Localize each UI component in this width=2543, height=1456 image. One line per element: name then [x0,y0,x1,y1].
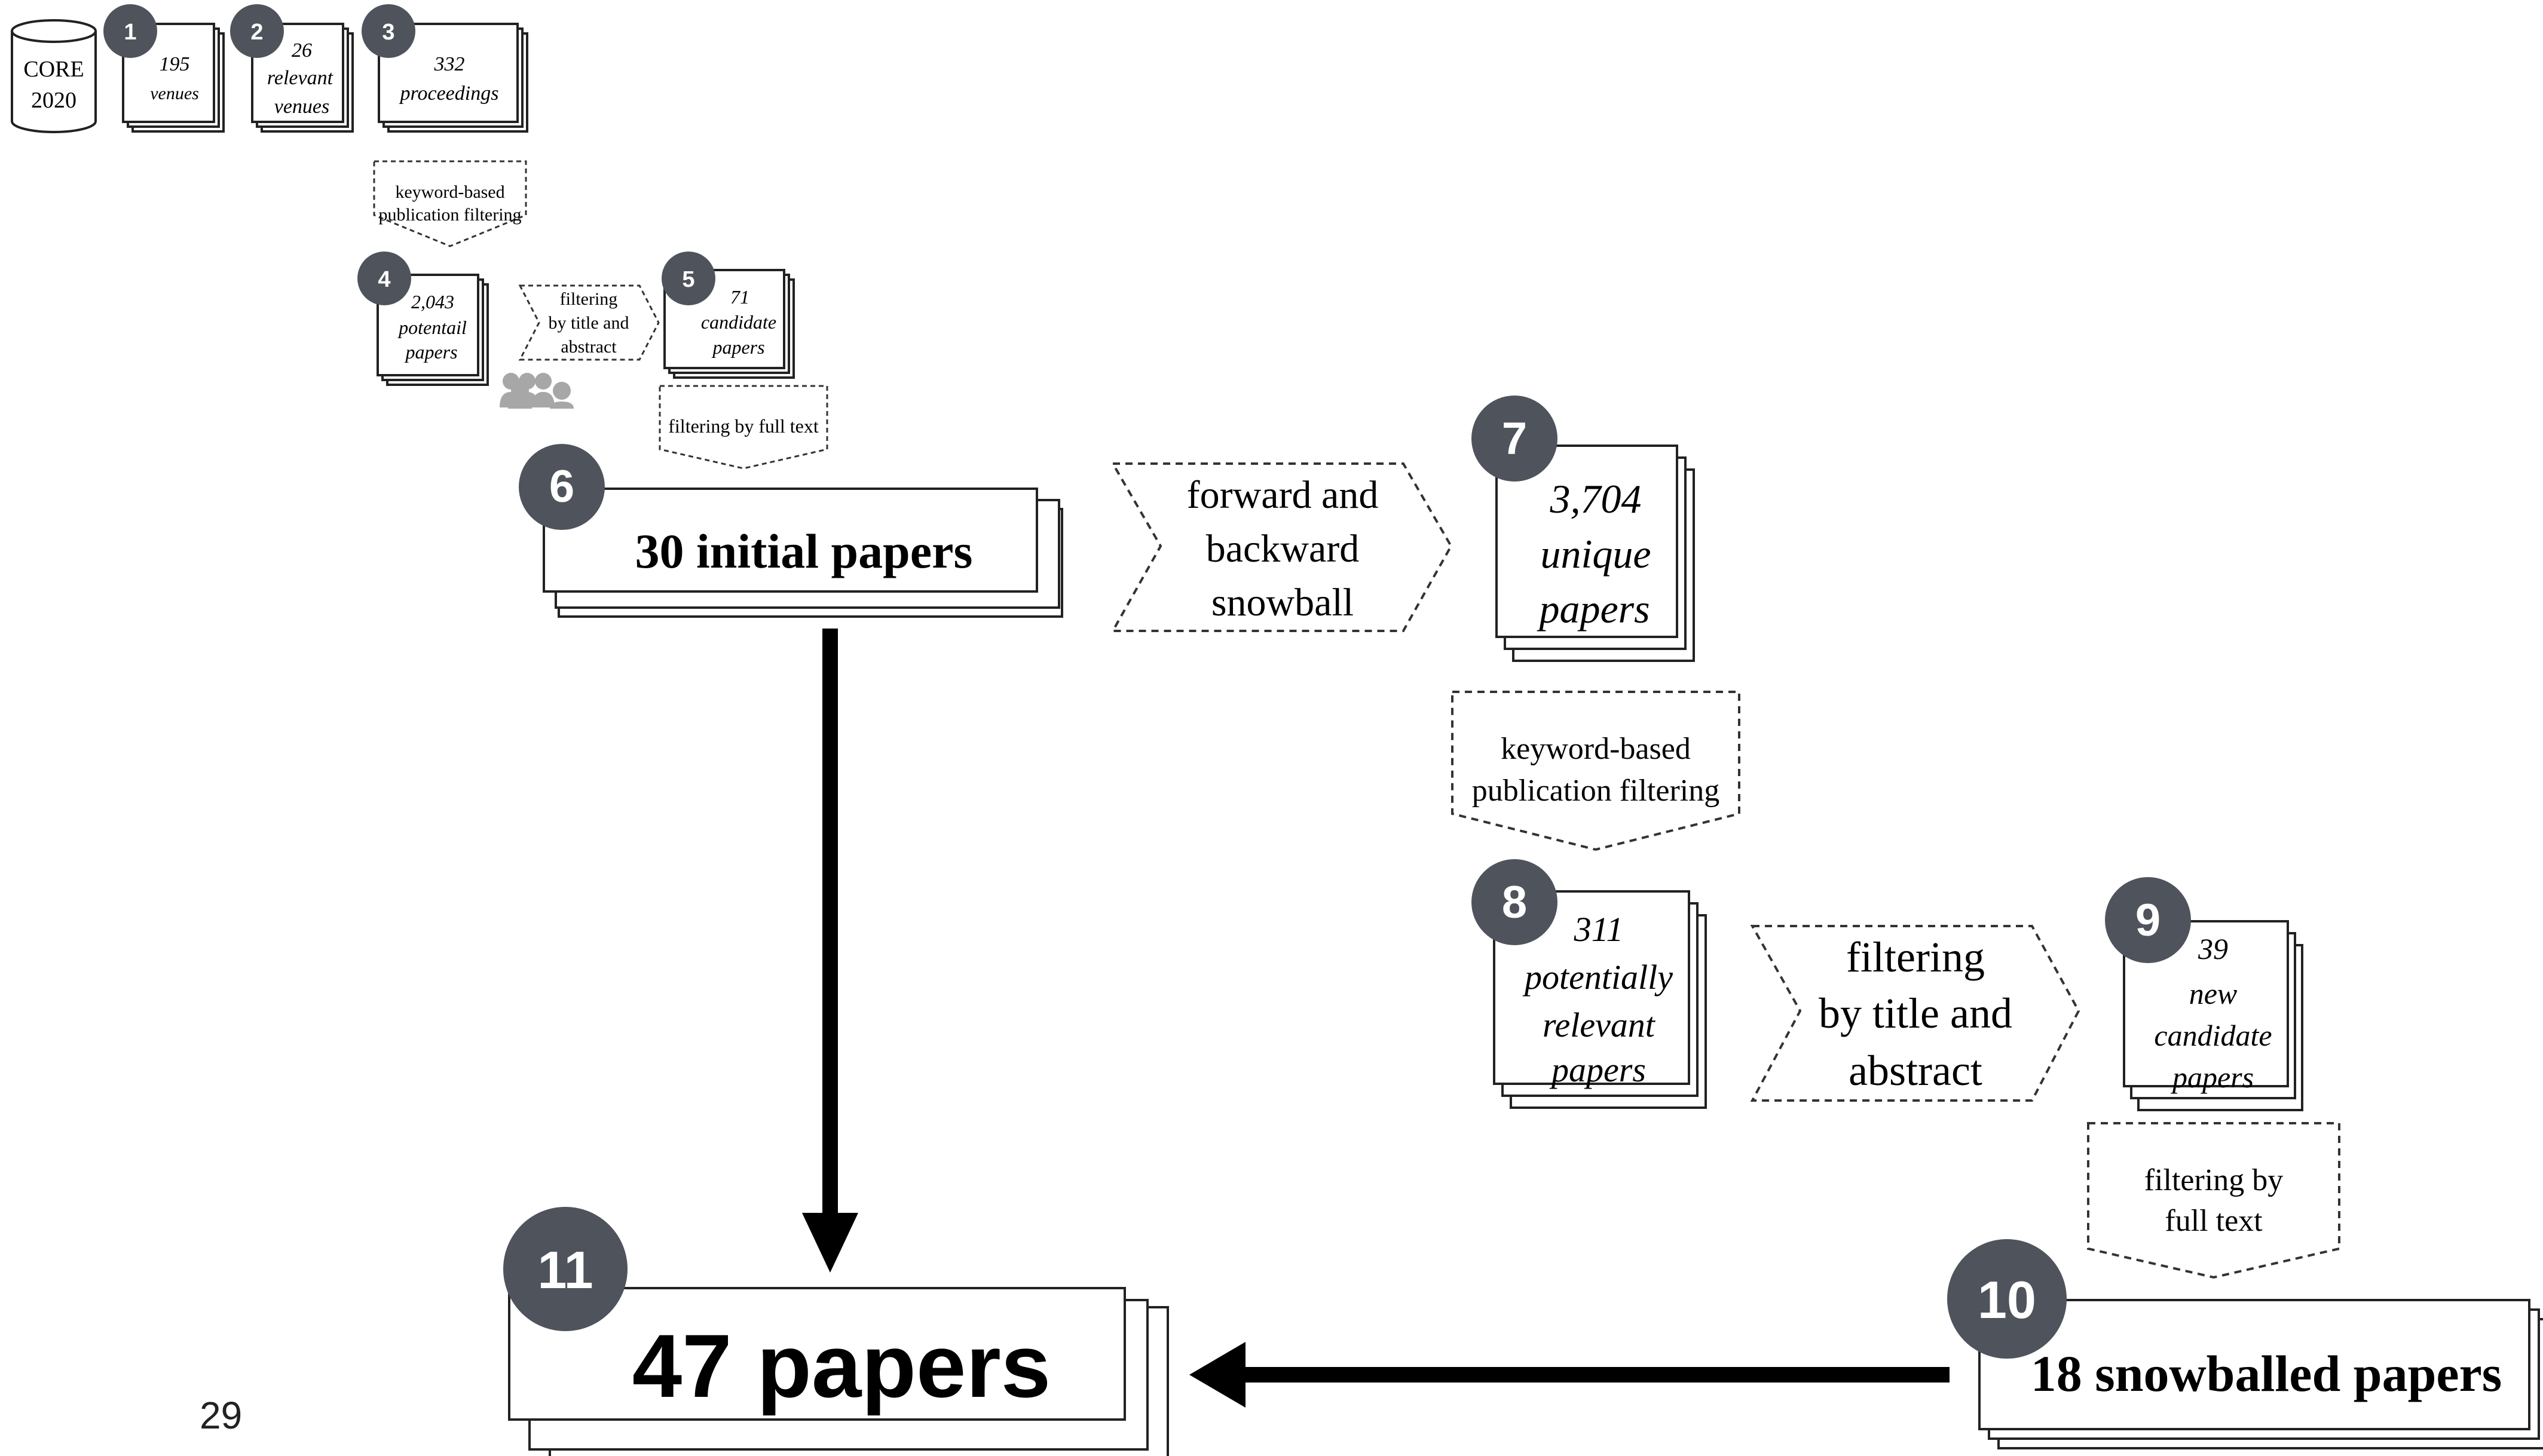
p4-line-1: forward and [1187,473,1379,517]
p4-line-2: backward [1206,527,1360,571]
step-6-label: 30 initial papers [635,524,973,578]
step-11-label: 47 papers [632,1316,1051,1416]
step-9-line-1: 39 [2198,932,2228,965]
step-9-badge: 9 [2105,877,2191,963]
p2-line-2: by title and [549,313,629,333]
step-1-number: 1 [124,20,136,45]
step-3-line-1: 332 [434,53,465,75]
step-4-number: 4 [378,267,390,292]
step-5-line-1: 71 [730,286,749,308]
process-keyword-filtering-large: keyword-based publication filtering [1451,691,1740,851]
step-9-line-2: new [2189,977,2238,1010]
p1-line-1: keyword-based [395,182,504,202]
step-10-label: 18 snowballed papers [2031,1345,2502,1402]
page-number: 29 [200,1394,243,1437]
step-2-number: 2 [250,20,263,45]
step-10-badge: 10 [1947,1239,2067,1359]
step-8-badge: 8 [1471,859,1557,945]
step-9-line-4: papers [2171,1060,2254,1094]
p5-line-1: keyword-based [1501,732,1691,766]
step-7-line-3: papers [1537,586,1650,632]
reviewers-icon [500,373,574,409]
database-label-line2: 2020 [31,88,76,113]
step-1-line-2: venues [150,84,199,103]
step-3-line-2: proceedings [399,82,499,105]
step-3-badge: 3 [362,4,415,58]
process-keyword-filtering-small: keyword-based publication filtering [373,160,527,247]
process-snowball: forward and backward snowball [1110,462,1453,632]
process-full-text-filtering-small: filtering by full text [659,385,828,470]
step-5-document-stack: 71 candidate papers [663,269,795,379]
database-label-line1: CORE [23,57,84,82]
step-5-line-3: papers [711,336,764,358]
step-4-line-3: papers [404,341,457,363]
step-5-badge: 5 [662,252,715,305]
step-1-badge: 1 [103,4,157,58]
step-3-number: 3 [382,20,394,45]
p5-line-2: publication filtering [1472,774,1719,808]
step-1-line-1: 195 [160,53,190,75]
step-7-badge: 7 [1471,396,1557,482]
step-11-number: 11 [537,1240,593,1299]
step-4-document-stack: 2,043 potentail papers [377,274,489,386]
step-8-line-4: papers [1549,1050,1646,1089]
step-5-line-2: candidate [701,311,776,333]
arrow-left-to-final [1189,1342,1950,1408]
step-2-badge: 2 [230,4,284,58]
step-7-number: 7 [1502,413,1527,464]
step-9-document-stack: 39 new candidate papers [2123,920,2303,1111]
step-3-document-stack: 332 proceedings [378,23,528,133]
p6-line-1: filtering [1846,933,1985,981]
step-8-document-stack: 311 potentially relevant papers [1493,890,1707,1109]
step-4-line-2: potentail [397,317,467,338]
step-4-badge: 4 [357,252,411,305]
p2-line-3: abstract [561,337,617,357]
p3-line-1: filtering by full text [668,415,819,437]
step-2-document-stack: 26 relevant venues [251,23,354,133]
step-7-line-1: 3,704 [1550,476,1642,522]
step-10-snowballed-papers: 18 snowballed papers [1978,1299,2543,1449]
step-4-line-1: 2,043 [411,291,454,312]
p6-line-3: abstract [1849,1047,1982,1095]
p2-line-1: filtering [560,289,618,309]
p1-line-2: publication filtering [378,205,521,225]
step-11-badge: 11 [503,1207,628,1331]
arrow-down-to-final [802,629,858,1273]
step-badges: 1 2 3 4 5 6 7 8 [103,4,2191,1359]
process-title-abstract-filtering-large: filtering by title and abstract [1750,925,2080,1102]
step-6-initial-papers: 30 initial papers [543,488,1063,618]
step-8-line-3: relevant [1543,1006,1656,1044]
p7-line-1: filtering by [2144,1163,2284,1197]
step-2-line-2: relevant [267,67,334,89]
step-5-number: 5 [682,267,694,292]
core-2020-database: CORE 2020 [11,19,97,133]
step-8-line-1: 311 [1574,910,1624,949]
process-title-abstract-filtering-small: filtering by title and abstract [518,284,660,361]
step-2-line-3: venues [274,96,330,118]
step-6-number: 6 [549,461,574,512]
step-9-number: 9 [2135,895,2161,946]
step-8-number: 8 [1502,877,1527,928]
step-8-line-2: potentially [1522,958,1673,997]
step-10-number: 10 [1978,1270,2036,1329]
step-7-line-2: unique [1540,531,1651,577]
step-9-line-3: candidate [2154,1019,2272,1052]
step-2-line-1: 26 [292,39,312,62]
p7-line-2: full text [2165,1204,2263,1238]
process-full-text-filtering-large: filtering by full text [2087,1122,2340,1279]
step-6-badge: 6 [519,444,605,530]
p4-line-3: snowball [1211,581,1354,624]
p6-line-2: by title and [1819,989,2012,1037]
